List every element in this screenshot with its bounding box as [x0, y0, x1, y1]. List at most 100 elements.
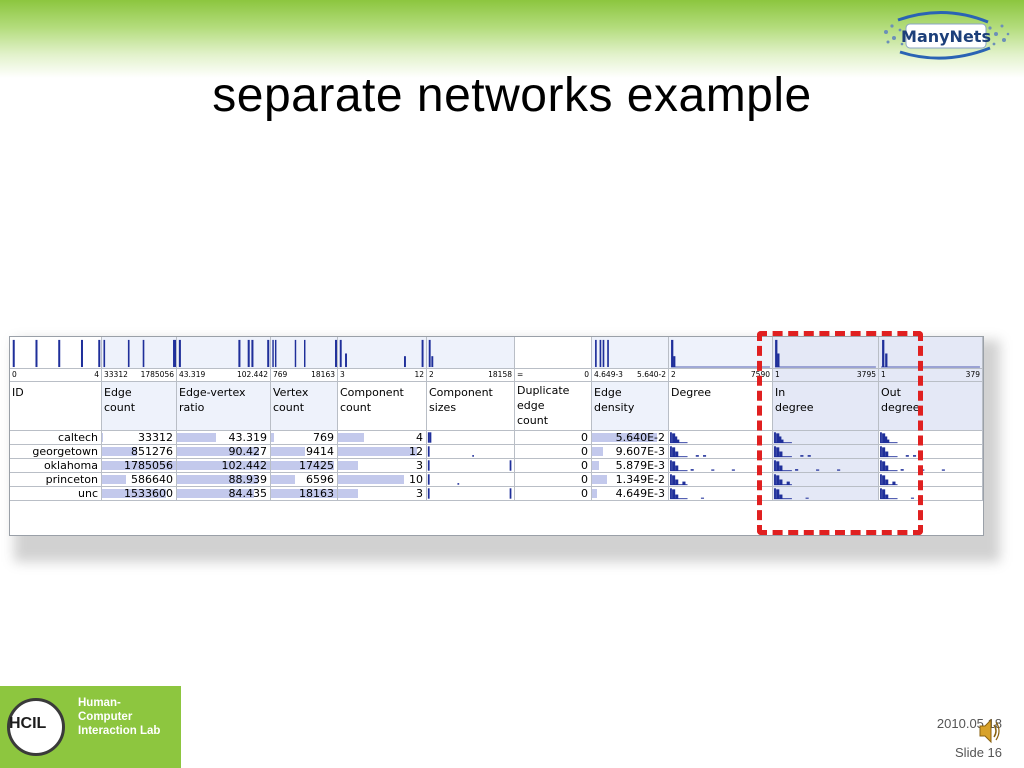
vertex-count-cell: 769 — [271, 431, 338, 445]
edge-density-cell: 9.607E-3 — [592, 445, 669, 459]
degree-bar — [776, 447, 780, 457]
degree-bar — [675, 451, 679, 457]
edge-density-cell: 5.640E-2 — [592, 431, 669, 445]
degree-bar — [882, 489, 886, 499]
degree-axis — [670, 460, 672, 471]
value-bar — [592, 433, 657, 442]
column-header-line: count — [517, 414, 549, 427]
degree-bar — [900, 469, 904, 471]
column-histogram[interactable] — [669, 337, 773, 369]
sizes-axis — [427, 432, 430, 443]
histogram-bar — [247, 339, 250, 368]
degree-bar — [807, 455, 811, 457]
sizes-bar — [429, 432, 432, 443]
cell-value: 586640 — [131, 473, 173, 486]
degree-bar — [711, 469, 715, 471]
column-header-line: sizes — [429, 401, 457, 414]
column-histogram[interactable] — [271, 337, 338, 369]
speaker-icon[interactable] — [978, 714, 1002, 748]
cell-value: 4 — [416, 431, 423, 444]
in-degree-cell — [773, 487, 879, 501]
degree-axis — [670, 446, 672, 457]
column-histogram[interactable] — [427, 337, 515, 369]
degree-axis — [774, 488, 776, 499]
cell-value: 9414 — [306, 445, 334, 458]
degree-bar — [682, 481, 686, 485]
column-header[interactable]: ID — [10, 382, 102, 431]
degree-bar — [779, 451, 783, 457]
cell-value: 43.319 — [228, 431, 268, 444]
column-header[interactable]: Component count — [338, 382, 427, 431]
column-header-line: Edge — [104, 386, 132, 399]
edge-count-cell: 1785056 — [102, 459, 177, 473]
column-histogram[interactable] — [10, 337, 102, 369]
histogram-bar — [431, 356, 434, 368]
column-histogram[interactable] — [592, 337, 669, 369]
header-gradient-band — [0, 0, 1024, 78]
degree-bar — [885, 451, 889, 457]
component-count-cell: 10 — [338, 473, 427, 487]
out-degree-cell — [879, 445, 983, 459]
degree-cell — [669, 459, 773, 473]
degree-bar — [702, 455, 707, 457]
column-histogram[interactable] — [338, 337, 427, 369]
sizes-bar — [472, 455, 474, 457]
histogram-bar — [238, 339, 241, 368]
component-count-cell: 3 — [338, 459, 427, 473]
cell-value: 0 — [581, 459, 588, 472]
cell-value: 0 — [581, 445, 588, 458]
out-degree-cell — [879, 431, 983, 445]
edge-count-cell: 33312 — [102, 431, 177, 445]
degree-bar — [695, 455, 699, 457]
degree-bar — [800, 455, 804, 457]
column-histogram[interactable] — [102, 337, 177, 369]
histogram-bar — [882, 339, 885, 368]
degree-bar — [885, 479, 889, 485]
range-max: 18158 — [488, 370, 512, 379]
column-histogram[interactable] — [773, 337, 879, 369]
column-histogram[interactable] — [515, 337, 592, 369]
histogram-bar — [173, 339, 175, 368]
degree-bar — [885, 465, 889, 471]
value-bar — [338, 461, 358, 470]
histogram-bar — [274, 339, 277, 368]
degree-bar — [779, 494, 783, 499]
out-degree-cell — [879, 459, 983, 473]
cell-value: 1.349E-2 — [615, 473, 665, 486]
column-header-line: ID — [12, 386, 24, 399]
histogram-bar — [58, 339, 61, 368]
degree-cell — [669, 445, 773, 459]
range-max: 3795 — [856, 370, 876, 379]
range-min: 2 — [671, 370, 676, 379]
edge-vertex-ratio-cell: 43.319 — [177, 431, 271, 445]
column-histogram[interactable] — [177, 337, 271, 369]
range-min: 4.649-3 — [594, 370, 623, 379]
column-header-line: count — [273, 401, 305, 414]
in-degree-cell — [773, 459, 879, 473]
degree-bar — [882, 447, 886, 457]
column-header[interactable]: Degree — [669, 382, 773, 431]
column-histogram[interactable] — [879, 337, 983, 369]
degree-bar — [672, 433, 676, 443]
column-header-line: count — [340, 401, 372, 414]
range-max: 12 — [414, 370, 424, 379]
degree-bar — [731, 469, 735, 471]
column-header-line: Component — [340, 386, 404, 399]
degree-axis — [774, 460, 776, 471]
histogram-bar — [80, 339, 83, 368]
value-bar — [177, 489, 254, 498]
cell-value: 9.607E-3 — [615, 445, 665, 458]
cell-value: 1533600 — [124, 487, 173, 500]
value-bar — [592, 489, 598, 498]
value-bar — [338, 489, 358, 498]
